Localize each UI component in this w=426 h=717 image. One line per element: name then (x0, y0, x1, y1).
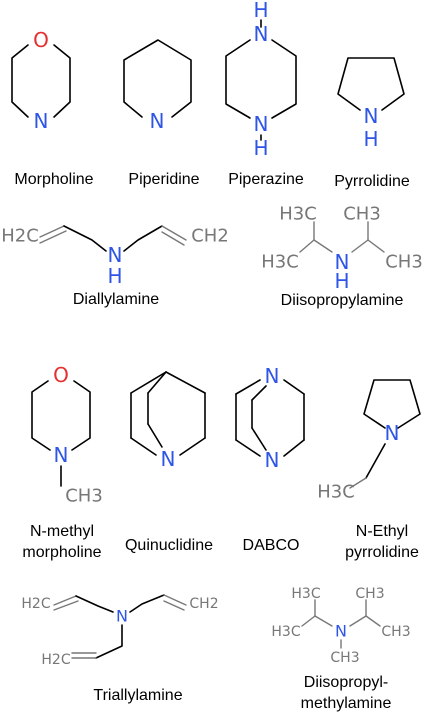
n-methyl-morpholine-structure: O N CH3 N-methyl morpholine (22, 363, 102, 561)
piperazine-atom-n-top: N (254, 22, 269, 46)
n-ethyl-pyrrolidine-label-line1: N-Ethyl (356, 523, 408, 540)
n-ethyl-pyrrolidine-atom-h3c: H3C (317, 482, 355, 503)
quinuclidine-structure: N Quinuclidine (125, 371, 213, 554)
diisopropylamine-atom-ch3-br: CH3 (385, 252, 423, 273)
n-ethyl-pyrrolidine-structure: N H3C N-Ethyl pyrrolidine (317, 379, 421, 561)
diisopropylamine-structure: H3C CH3 H3C CH3 N H Diisopropylamine (261, 204, 423, 310)
diisopropyl-methylamine-atom-ch3-ml: H3C (271, 624, 300, 640)
diisopropyl-methylamine-atom-ch3-tl: H3C (291, 586, 320, 602)
dabco-structure: N N DABCO (235, 364, 305, 554)
diisopropyl-methylamine-label-line1: Diisopropyl- (304, 674, 388, 691)
n-methyl-morpholine-atom-o: O (53, 363, 69, 387)
diallylamine-atom-n: N (108, 243, 123, 267)
piperazine-structure: H N N H Piperazine (225, 0, 304, 188)
diisopropylamine-label: Diisopropylamine (281, 292, 404, 309)
diallylamine-atom-h: H (107, 264, 122, 288)
n-methyl-morpholine-atom-ch3: CH3 (65, 486, 103, 507)
pyrrolidine-atom-n: N (364, 104, 379, 128)
n-ethyl-pyrrolidine-label-line2: pyrrolidine (345, 544, 419, 561)
pyrrolidine-atom-h: H (363, 127, 378, 151)
triallylamine-atom-h2c-top: H2C (21, 596, 50, 612)
piperazine-atom-n-bottom: N (254, 112, 269, 136)
diallylamine-structure: H2C N H CH2 Diallylamine (1, 225, 229, 308)
morpholine-atom-o: O (33, 28, 49, 52)
triallylamine-label: Triallylamine (93, 687, 182, 704)
diisopropyl-methylamine-atom-n: N (335, 622, 347, 641)
diisopropylamine-atom-ch3-tl: H3C (279, 204, 317, 225)
piperidine-atom-n: N (150, 109, 165, 133)
n-methyl-morpholine-atom-n: N (54, 443, 69, 467)
piperazine-atom-h-bottom: H (253, 136, 268, 160)
piperazine-label: Piperazine (228, 171, 304, 188)
dabco-atom-n-bottom: N (265, 448, 280, 472)
triallylamine-atom-h2c-bottom: H2C (41, 652, 70, 668)
triallylamine-atom-n: N (116, 607, 128, 626)
diisopropyl-methylamine-atom-ch3-tr: CH3 (355, 586, 384, 602)
n-methyl-morpholine-label-line2: morpholine (22, 544, 101, 561)
triallylamine-atom-ch2-right: CH2 (189, 596, 218, 612)
diisopropylamine-atom-ch3-bl: H3C (261, 252, 299, 273)
diisopropyl-methylamine-atom-ch3-b: CH3 (330, 650, 359, 666)
diallylamine-atom-ch2-right: CH2 (191, 226, 229, 247)
diallylamine-label: Diallylamine (73, 291, 159, 308)
diisopropylamine-atom-n: N (335, 250, 350, 274)
diisopropyl-methylamine-structure: H3C CH3 H3C CH3 N CH3 Diisopropyl- methy… (271, 586, 410, 712)
n-methyl-morpholine-label-line1: N-methyl (30, 523, 94, 540)
diisopropyl-methylamine-label-line2: methylamine (301, 695, 392, 712)
diisopropylamine-atom-ch3-tr: CH3 (343, 204, 381, 225)
piperidine-structure: N Piperidine (123, 39, 200, 188)
dabco-label: DABCO (243, 537, 300, 554)
diisopropylamine-atom-h: H (334, 269, 349, 293)
diallylamine-atom-h2c-left: H2C (1, 226, 39, 247)
pyrrolidine-label: Pyrrolidine (334, 173, 410, 190)
n-ethyl-pyrrolidine-atom-n: N (385, 421, 400, 445)
quinuclidine-atom-n: N (161, 447, 176, 471)
pyrrolidine-structure: N H Pyrrolidine (334, 57, 410, 190)
dabco-atom-n-top: N (265, 364, 280, 388)
morpholine-structure: O N Morpholine (11, 28, 94, 188)
diisopropyl-methylamine-atom-ch3-mr: CH3 (381, 624, 410, 640)
quinuclidine-label: Quinuclidine (125, 537, 213, 554)
piperazine-atom-h-top: H (253, 0, 268, 22)
piperidine-label: Piperidine (128, 171, 199, 188)
morpholine-label: Morpholine (14, 171, 93, 188)
triallylamine-structure: H2C CH2 H2C N Triallylamine (21, 594, 219, 704)
morpholine-atom-n: N (34, 109, 49, 133)
